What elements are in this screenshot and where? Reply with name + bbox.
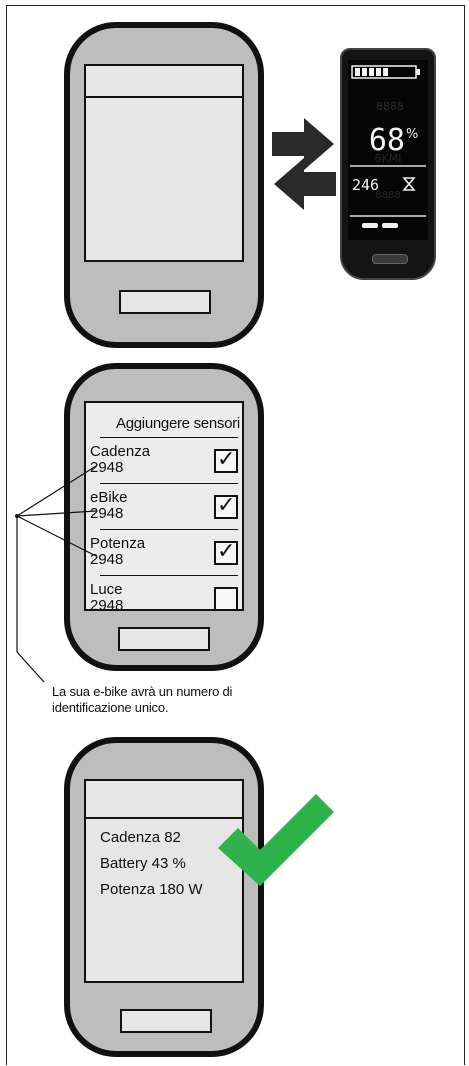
sensor-id: 2948 (90, 551, 124, 568)
sensor-id: 2948 (90, 459, 124, 476)
checkmark-icon: ✓ (217, 493, 236, 518)
sensor-checkbox[interactable]: ✓ (214, 447, 238, 473)
sensor-checkbox[interactable]: ✓ (214, 539, 238, 565)
status-line-cadence: Cadenza 82 (100, 829, 181, 846)
battery-bar (355, 68, 360, 76)
phone-screen-status: Cadenza 82 Battery 43 % Potenza 180 W (84, 779, 244, 983)
screen-header-bar (86, 66, 242, 98)
status-line-power: Potenza 180 W (100, 881, 203, 898)
sensor-name: Potenza (90, 535, 146, 552)
speed-value: 68 (369, 123, 405, 158)
mode-indicator-1 (362, 223, 378, 228)
smartphone-top (64, 22, 264, 348)
display-screen: 8888 8KMI 8888 68 % 246 (348, 60, 428, 240)
annotation-line-2: identificazione unico. (52, 700, 169, 715)
row-divider (100, 483, 238, 484)
battery-bar (383, 68, 388, 76)
row-divider (100, 529, 238, 530)
speed-unit: % (406, 127, 418, 142)
screen-header-bar (86, 781, 242, 819)
ebike-display: 8888 8KMI 8888 68 % 246 (340, 48, 436, 280)
sync-arrows (272, 118, 336, 210)
battery-icon (351, 65, 420, 79)
hourglass-icon (402, 177, 416, 191)
sensor-name: eBike (90, 489, 128, 506)
status-line-battery: Battery 43 % (100, 855, 186, 872)
home-button[interactable] (118, 627, 210, 651)
smartphone-bottom: Cadenza 82 Battery 43 % Potenza 180 W (64, 737, 264, 1057)
checkmark-icon: ✓ (217, 539, 236, 564)
success-check-icon (218, 794, 334, 886)
battery-tip (416, 69, 420, 75)
arrow-left-icon (274, 158, 336, 210)
figure-frame (6, 5, 465, 1065)
sensor-checkbox[interactable] (214, 587, 238, 611)
title-divider (100, 437, 238, 438)
home-button[interactable] (119, 290, 211, 314)
annotation-line-1: La sua e-bike avrà un numero di (52, 684, 233, 699)
battery-bar (369, 68, 374, 76)
home-button[interactable] (120, 1009, 212, 1033)
battery-bar (376, 68, 381, 76)
phone-screen (84, 64, 244, 262)
sensor-name: Luce (90, 581, 123, 598)
row-divider (100, 575, 238, 576)
sensors-title: Aggiungere sensori (116, 415, 240, 432)
sensor-id: 2948 (90, 597, 124, 614)
mode-indicator-2 (382, 223, 398, 228)
arrow-right-icon (272, 118, 334, 170)
trip-value: 246 (352, 176, 379, 194)
ghost-digits: 8888 (376, 100, 404, 113)
sensor-id: 2948 (90, 505, 124, 522)
display-button[interactable] (372, 254, 408, 264)
checkmark-icon: ✓ (217, 447, 236, 472)
ghost-units: 8KMI (375, 152, 402, 165)
sensor-checkbox[interactable]: ✓ (214, 493, 238, 519)
sensor-name: Cadenza (90, 443, 151, 460)
ghost-text: 8888 (375, 190, 400, 201)
battery-bar (362, 68, 367, 76)
